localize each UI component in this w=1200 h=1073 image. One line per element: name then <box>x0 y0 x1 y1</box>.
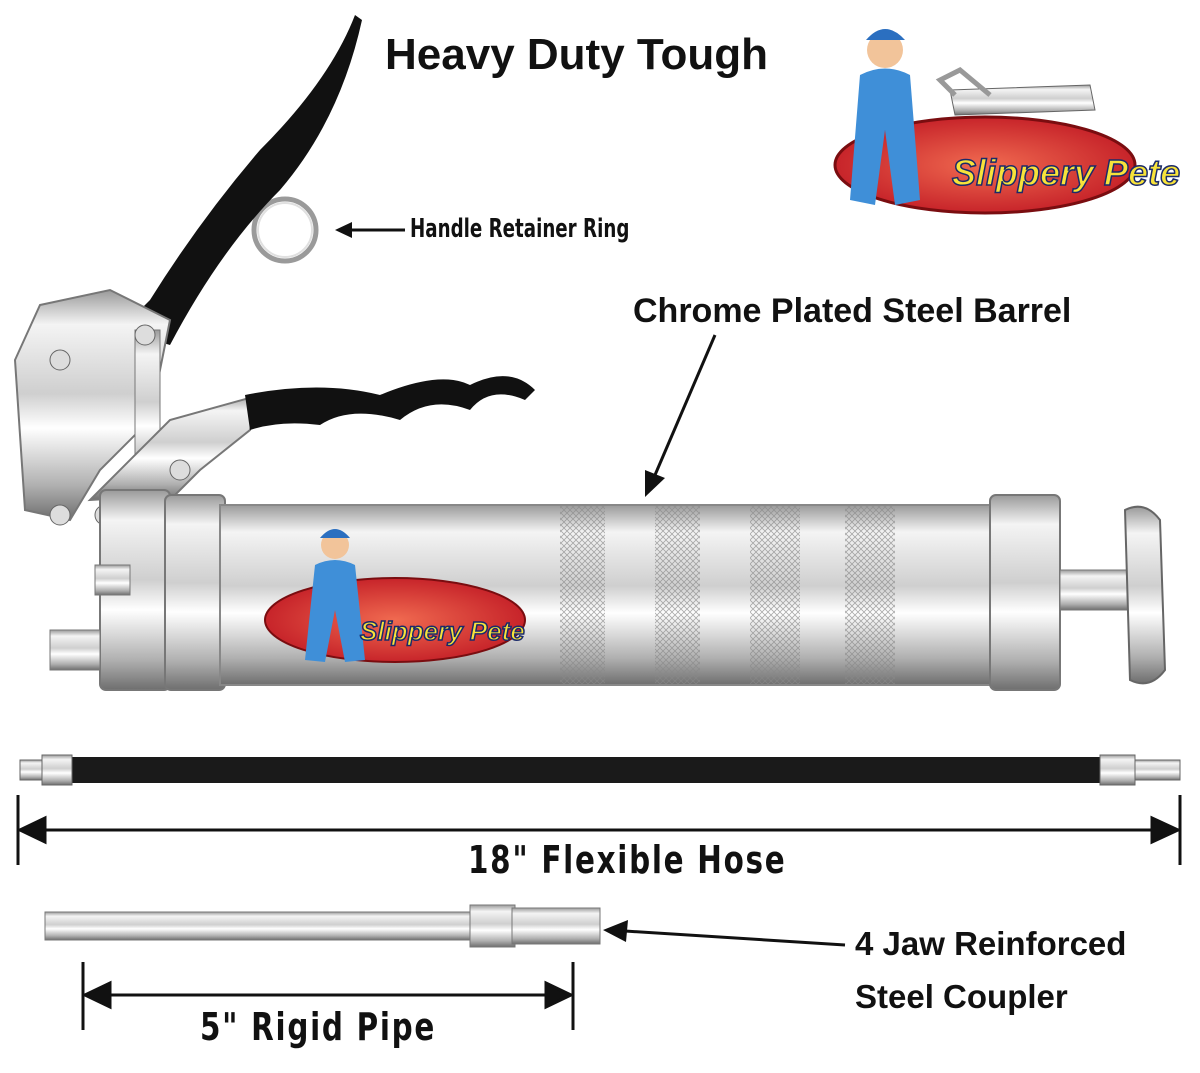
barrel-label: Chrome Plated Steel Barrel <box>633 292 1072 330</box>
page-title: Heavy Duty Tough <box>385 30 769 79</box>
barrel-logo-text: Slippery Pete <box>359 615 525 647</box>
hose-label: 18" Flexible Hose <box>468 838 787 882</box>
steel-barrel <box>164 494 1167 691</box>
hose-dimension-line <box>16 795 1182 865</box>
gun-handle <box>13 15 535 526</box>
barrel-arrow <box>653 334 717 476</box>
flexible-hose <box>19 754 1181 786</box>
retainer-ring <box>251 196 319 264</box>
brand-logo <box>833 29 1137 215</box>
brand-logo-text: Slippery Pete <box>951 151 1181 194</box>
pipe-dimension-line <box>81 962 575 1030</box>
gun-head <box>49 489 171 691</box>
coupler-label-line1: 4 Jaw Reinforced <box>855 925 1127 962</box>
coupler-label-line2: Steel Coupler <box>855 978 1068 1015</box>
ring-label: Handle Retainer Ring <box>410 214 630 244</box>
rigid-pipe <box>44 904 601 948</box>
coupler-arrow <box>624 929 846 947</box>
pipe-label: 5" Rigid Pipe <box>200 1005 437 1049</box>
